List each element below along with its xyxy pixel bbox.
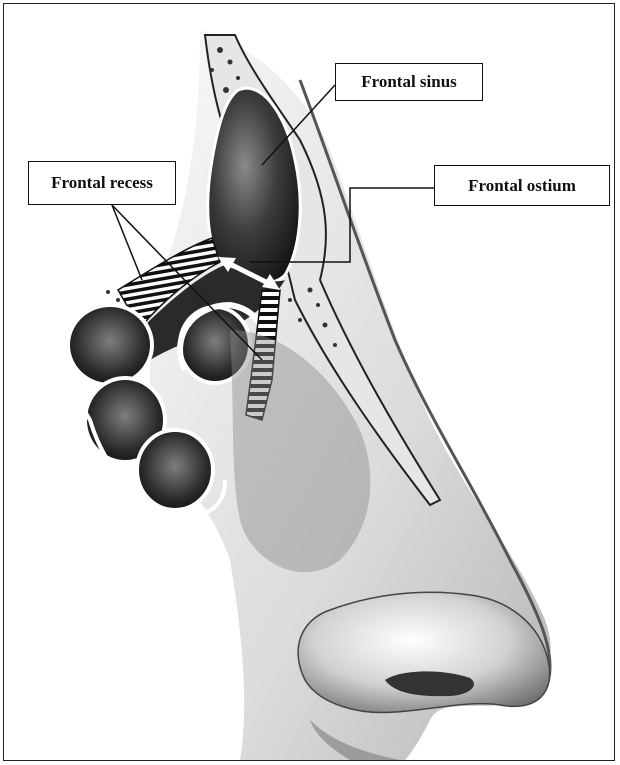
frontal-recess-label: Frontal recess [28,161,176,205]
frontal-ostium-label: Frontal ostium [434,165,610,206]
frontal-sinus-label: Frontal sinus [335,63,483,101]
